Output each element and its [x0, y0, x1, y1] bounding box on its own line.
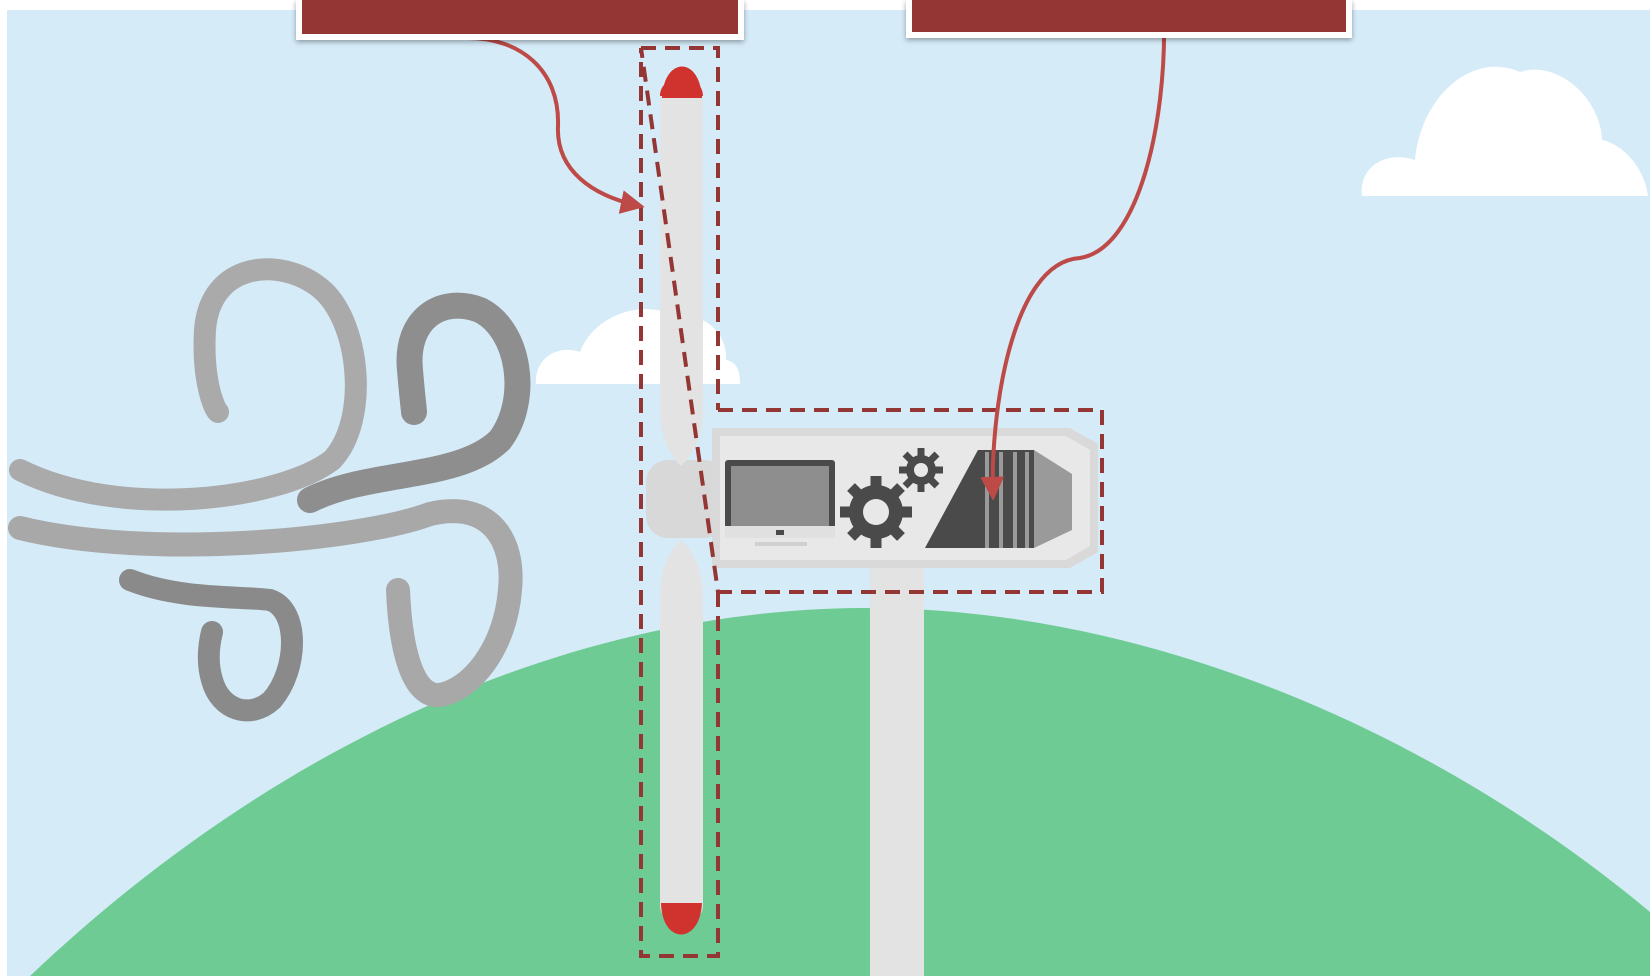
computer-icon: [725, 460, 835, 546]
callout-arrow-nacelle: [980, 19, 1167, 501]
callout-arrow-rotor: [467, 36, 645, 214]
cloud-icon: [1361, 66, 1648, 196]
gear-icon: [899, 448, 943, 492]
gear-icon: [840, 476, 912, 548]
turbine-blade-bottom: [660, 540, 703, 935]
turbine-blade-top: [660, 66, 703, 466]
nacelle-dashed-outline: [718, 408, 1104, 594]
turbine-tower: [870, 560, 924, 976]
wind-icon: [8, 258, 531, 722]
turbine-hub: [646, 460, 726, 538]
hill: [30, 607, 1650, 976]
callout-label-rotor: [296, 0, 744, 40]
callout-label-nacelle: [906, 0, 1352, 38]
rotor-dashed-outline: [639, 46, 720, 958]
